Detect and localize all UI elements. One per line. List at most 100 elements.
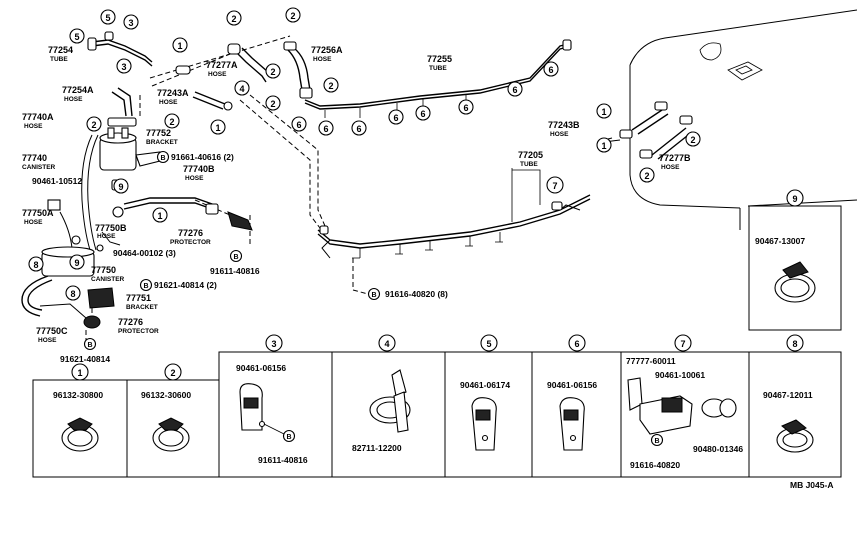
svg-text:77277A: 77277A [206,60,238,70]
svg-text:77750C: 77750C [36,326,68,336]
detail-9: 9 90467-13007 [748,189,842,331]
svg-text:2: 2 [270,67,275,77]
svg-text:HOSE: HOSE [185,175,204,182]
svg-text:77751: 77751 [126,293,151,303]
svg-text:5: 5 [486,339,491,349]
svg-text:77750A: 77750A [22,208,54,218]
svg-text:6: 6 [323,124,328,134]
svg-text:6: 6 [296,120,301,130]
svg-text:91661-40616 (2): 91661-40616 (2) [171,152,234,162]
svg-text:6: 6 [463,103,468,113]
svg-text:6: 6 [356,124,361,134]
svg-text:HOSE: HOSE [24,219,43,226]
svg-text:6: 6 [512,85,517,95]
svg-text:B: B [87,342,92,349]
svg-text:91621-40814 (2): 91621-40814 (2) [154,280,217,290]
svg-text:77750B: 77750B [95,223,127,233]
svg-text:96132-30800: 96132-30800 [53,390,103,400]
svg-text:HOSE: HOSE [64,96,83,103]
svg-text:3: 3 [128,18,133,28]
svg-text:91616-40820: 91616-40820 [630,460,680,470]
svg-text:7: 7 [680,339,685,349]
svg-text:TUBE: TUBE [50,56,68,63]
svg-text:HOSE: HOSE [208,71,227,78]
svg-text:77277B: 77277B [659,153,691,163]
svg-text:90461-06156: 90461-06156 [236,363,286,373]
svg-text:B: B [143,283,148,290]
part-labels: 77254 TUBE 77277A HOSE 77256A HOSE 77255… [22,45,691,364]
diagram-code: MB J045-A [790,480,833,490]
svg-text:B: B [371,292,376,299]
svg-text:9: 9 [118,182,123,192]
svg-text:77740A: 77740A [22,112,54,122]
svg-text:77256A: 77256A [311,45,343,55]
svg-text:2: 2 [231,14,236,24]
svg-text:HOSE: HOSE [550,131,569,138]
svg-text:B: B [286,434,291,441]
svg-text:90467-12011: 90467-12011 [763,390,813,400]
svg-text:8: 8 [792,339,797,349]
svg-text:82711-12200: 82711-12200 [352,443,402,453]
svg-text:9: 9 [792,194,797,204]
svg-text:3: 3 [121,62,126,72]
svg-text:2: 2 [690,135,695,145]
svg-text:6: 6 [393,113,398,123]
svg-text:90461-10061: 90461-10061 [655,370,705,380]
right-hoses [603,101,693,160]
svg-text:HOSE: HOSE [97,233,116,240]
svg-text:90464-00102 (3): 90464-00102 (3) [113,248,176,258]
fuel-tank [629,9,857,230]
svg-text:77740: 77740 [22,153,47,163]
svg-text:2: 2 [644,171,649,181]
svg-text:TUBE: TUBE [429,65,447,72]
svg-text:77276: 77276 [118,317,143,327]
svg-text:77750: 77750 [91,265,116,275]
svg-text:CANISTER: CANISTER [22,164,56,171]
svg-text:8: 8 [33,260,38,270]
svg-text:77254A: 77254A [62,85,94,95]
svg-text:2: 2 [91,120,96,130]
svg-text:77740B: 77740B [183,164,215,174]
svg-text:B: B [654,438,659,445]
svg-text:1: 1 [601,141,606,151]
svg-text:77276: 77276 [178,228,203,238]
svg-text:1: 1 [601,107,606,117]
svg-text:91616-40820 (8): 91616-40820 (8) [385,289,448,299]
svg-text:8: 8 [70,289,75,299]
svg-text:6: 6 [548,65,553,75]
svg-text:2: 2 [270,99,275,109]
svg-text:9: 9 [74,258,79,268]
svg-text:90461-10512: 90461-10512 [32,176,82,186]
svg-text:HOSE: HOSE [159,99,178,106]
svg-text:2: 2 [328,81,333,91]
svg-text:91611-40816: 91611-40816 [210,266,260,276]
svg-text:7: 7 [552,181,557,191]
svg-text:5: 5 [74,32,79,42]
tube-77205 [317,194,591,259]
svg-text:HOSE: HOSE [38,337,57,344]
tube-77255 [304,39,572,118]
svg-text:77243A: 77243A [157,88,189,98]
svg-text:90480-01346: 90480-01346 [693,444,743,454]
svg-text:77254: 77254 [48,45,73,55]
svg-text:1: 1 [157,211,162,221]
svg-text:PROTECTOR: PROTECTOR [118,328,159,335]
svg-text:HOSE: HOSE [661,164,680,171]
svg-text:77255: 77255 [427,54,452,64]
svg-text:6: 6 [420,109,425,119]
svg-text:90467-13007: 90467-13007 [755,236,805,246]
svg-text:PROTECTOR: PROTECTOR [170,239,211,246]
svg-text:BRACKET: BRACKET [126,304,158,311]
callouts: 5 3 5 3 1 2 2 2 4 2 2 1 2 2 9 1 6 6 6 6 … [28,7,701,351]
svg-text:TUBE: TUBE [520,161,538,168]
left-subassembly [21,31,313,329]
svg-text:BRACKET: BRACKET [146,139,178,146]
svg-text:3: 3 [271,339,276,349]
svg-text:1: 1 [177,41,182,51]
detail-panels: 1 2 3 4 5 6 7 8 96132-30800 96132-30600 … [32,334,842,478]
svg-text:CANISTER: CANISTER [91,276,125,283]
svg-text:91621-40814: 91621-40814 [60,354,110,364]
svg-text:77752: 77752 [146,128,171,138]
svg-text:77777-60011: 77777-60011 [626,356,676,366]
